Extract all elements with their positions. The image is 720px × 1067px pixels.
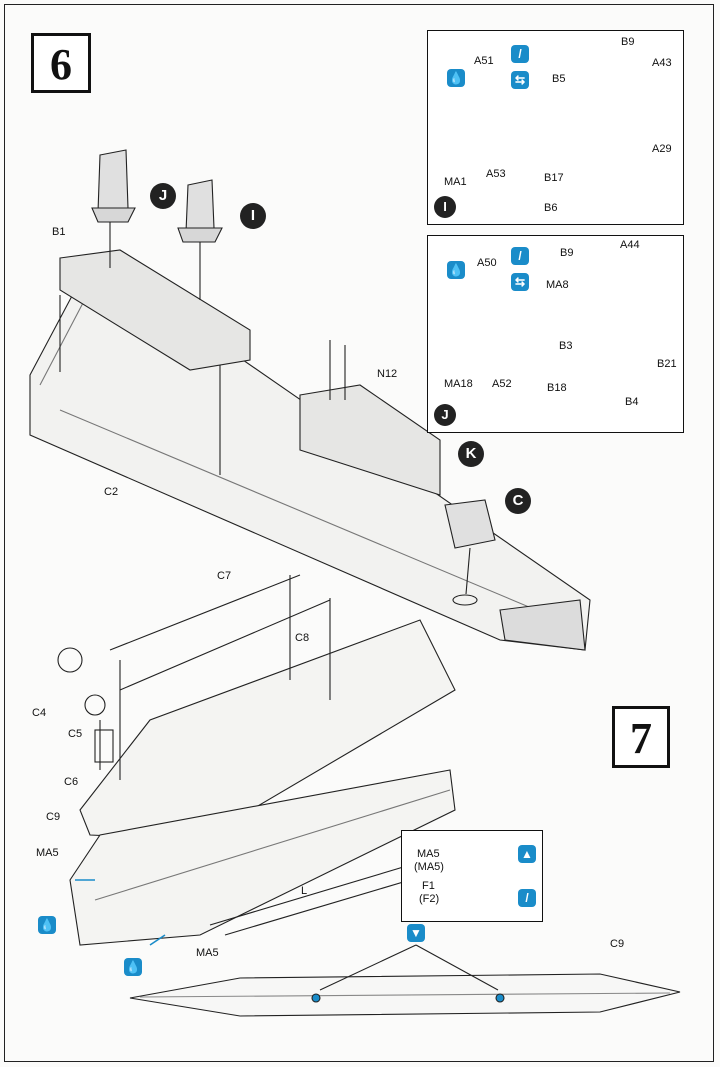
part-c9-upper: C9 (46, 811, 61, 823)
part-ma8: MA8 (546, 279, 569, 291)
callout-c: C (505, 488, 531, 514)
step-number-6: 6 (31, 33, 91, 93)
part-c8: C8 (295, 632, 310, 644)
part-b18: B18 (547, 382, 567, 394)
glue-icon: / (511, 247, 529, 265)
glue-icon: / (511, 45, 529, 63)
inset-i-badge: I (434, 196, 456, 218)
part-a52: A52 (492, 378, 512, 390)
part-n12: N12 (377, 368, 398, 380)
hull-lower-l (69, 769, 456, 946)
arrow-up-icon: ▲ (518, 845, 536, 863)
rotate-icon: ⇆ (511, 273, 529, 291)
part-c9-bottom: C9 (610, 938, 625, 950)
part-ma5-left: MA5 (36, 847, 59, 859)
step-number-7: 7 (612, 706, 670, 768)
part-b5: B5 (552, 73, 566, 85)
part-a53: A53 (486, 168, 506, 180)
part-b6: B6 (544, 202, 558, 214)
part-c6: C6 (64, 776, 79, 788)
part-ma5-bottom: MA5 (196, 947, 219, 959)
part-ma18: MA18 (444, 378, 473, 390)
arrow-down-icon: ▼ (407, 924, 425, 942)
inset-ma5: MA5 (MA5) F1 (F2) ▲ / (401, 830, 543, 922)
inset-j: J 💧 / ⇆ A50 A52 MA18 B9 A44 MA8 B3 B21 B… (427, 235, 684, 433)
water-drop-icon: 💧 (447, 69, 465, 87)
rotate-icon: ⇆ (511, 71, 529, 89)
part-ma1: MA1 (444, 176, 467, 188)
callout-k: K (458, 441, 484, 467)
part-a50: A50 (477, 257, 497, 269)
part-b21: B21 (657, 358, 677, 370)
part-c7: C7 (217, 570, 232, 582)
part-l: L (301, 885, 308, 897)
part-f1: F1 (422, 880, 435, 892)
funnel-i (185, 179, 215, 233)
part-b4: B4 (625, 396, 639, 408)
page-border (4, 4, 714, 1062)
funnel-j (97, 149, 129, 213)
part-b17: B17 (544, 172, 564, 184)
part-ma5: MA5 (417, 848, 440, 860)
callout-i: I (240, 203, 266, 229)
water-drop-icon: 💧 (447, 261, 465, 279)
part-ma5-alt: (MA5) (414, 861, 444, 873)
part-b9: B9 (621, 36, 635, 48)
bridge-part-n12 (299, 384, 441, 496)
part-b1: B1 (52, 226, 66, 238)
glue-icon: / (518, 889, 536, 907)
part-a29: A29 (652, 143, 672, 155)
part-b9: B9 (560, 247, 574, 259)
turret-c (444, 499, 496, 549)
part-a51: A51 (474, 55, 494, 67)
hull-upper-c9 (79, 619, 456, 841)
water-drop-icon: 💧 (38, 916, 56, 934)
part-a44: A44 (620, 239, 640, 251)
part-f2: (F2) (419, 893, 440, 905)
part-c4: C4 (32, 707, 47, 719)
part-c2: C2 (104, 486, 119, 498)
part-a43: A43 (652, 57, 672, 69)
part-c5: C5 (68, 728, 83, 740)
superstructure (59, 249, 251, 371)
inset-j-badge: J (434, 404, 456, 426)
callout-j: J (150, 183, 176, 209)
part-b3: B3 (559, 340, 573, 352)
water-drop-icon: 💧 (124, 958, 142, 976)
inset-i: I 💧 / ⇆ A51 A53 MA1 B9 A43 B5 A29 B17 B6 (427, 30, 684, 225)
